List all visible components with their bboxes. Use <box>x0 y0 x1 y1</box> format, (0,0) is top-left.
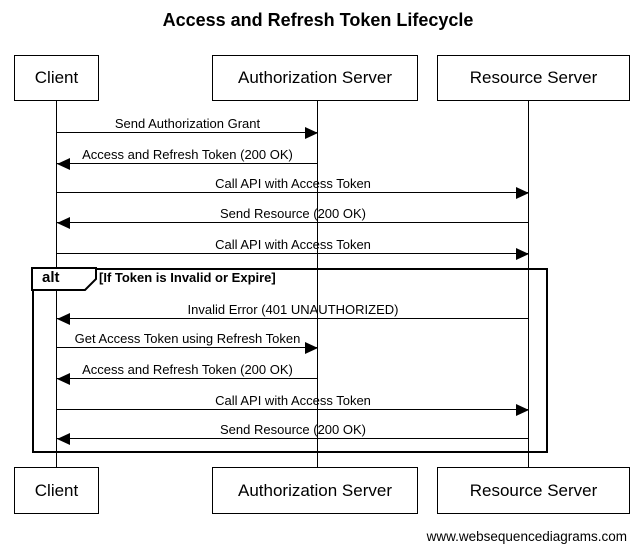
alt-fragment <box>32 268 548 453</box>
message-line <box>57 222 529 223</box>
actor-label: Authorization Server <box>237 480 393 500</box>
message-label: Call API with Access Token <box>215 237 371 252</box>
message-line <box>57 409 529 410</box>
message-label: Get Access Token using Refresh Token <box>74 331 301 346</box>
lifeline-resource-server <box>528 101 529 467</box>
arrowhead-left-icon <box>57 313 70 325</box>
diagram-title: Access and Refresh Token Lifecycle <box>162 10 474 30</box>
alt-guard-label: [If Token is Invalid or Expire] <box>99 270 276 285</box>
message-line <box>57 318 529 319</box>
actor-label: Client <box>34 480 79 500</box>
arrowhead-left-icon <box>57 217 70 229</box>
message-label: Call API with Access Token <box>215 176 371 191</box>
arrowhead-right-icon <box>516 404 529 416</box>
message-label: Invalid Error (401 UNAUTHORIZED) <box>187 302 399 317</box>
arrowhead-right-icon <box>305 342 318 354</box>
arrowhead-right-icon <box>305 127 318 139</box>
message-line <box>57 192 529 193</box>
alt-fragment-tab <box>31 267 97 291</box>
message-line <box>57 132 318 133</box>
actor-label: Client <box>34 68 79 87</box>
message-line <box>57 438 529 439</box>
message-label: Send Resource (200 OK) <box>220 206 366 221</box>
message-line <box>57 378 318 379</box>
arrowhead-right-icon <box>516 248 529 260</box>
alt-operator-label: alt <box>42 269 60 286</box>
actor-label: Authorization Server <box>237 68 393 87</box>
actor-box-resource-server-top: Resource Server <box>437 55 630 101</box>
actor-box-client-top: Client <box>14 55 99 101</box>
actor-box-client-bottom: Client <box>14 467 99 514</box>
message-line <box>57 163 318 164</box>
arrowhead-left-icon <box>57 373 70 385</box>
arrowhead-left-icon <box>57 158 70 170</box>
message-label: Send Resource (200 OK) <box>220 422 366 437</box>
arrowhead-right-icon <box>516 187 529 199</box>
message-label: Access and Refresh Token (200 OK) <box>82 362 293 377</box>
actor-box-resource-server-bottom: Resource Server <box>437 467 630 514</box>
actor-box-authorization-server-bottom: Authorization Server <box>212 467 418 514</box>
message-label: Access and Refresh Token (200 OK) <box>82 147 293 162</box>
footer-credit: www.websequencediagrams.com <box>426 529 627 544</box>
actor-label: Resource Server <box>469 480 598 500</box>
message-line <box>57 253 529 254</box>
message-label: Call API with Access Token <box>215 393 371 408</box>
message-line <box>57 347 318 348</box>
lifeline-authorization-server <box>317 101 318 467</box>
actor-label: Resource Server <box>469 68 598 87</box>
actor-box-authorization-server-top: Authorization Server <box>212 55 418 101</box>
message-label: Send Authorization Grant <box>114 116 261 131</box>
arrowhead-left-icon <box>57 433 70 445</box>
